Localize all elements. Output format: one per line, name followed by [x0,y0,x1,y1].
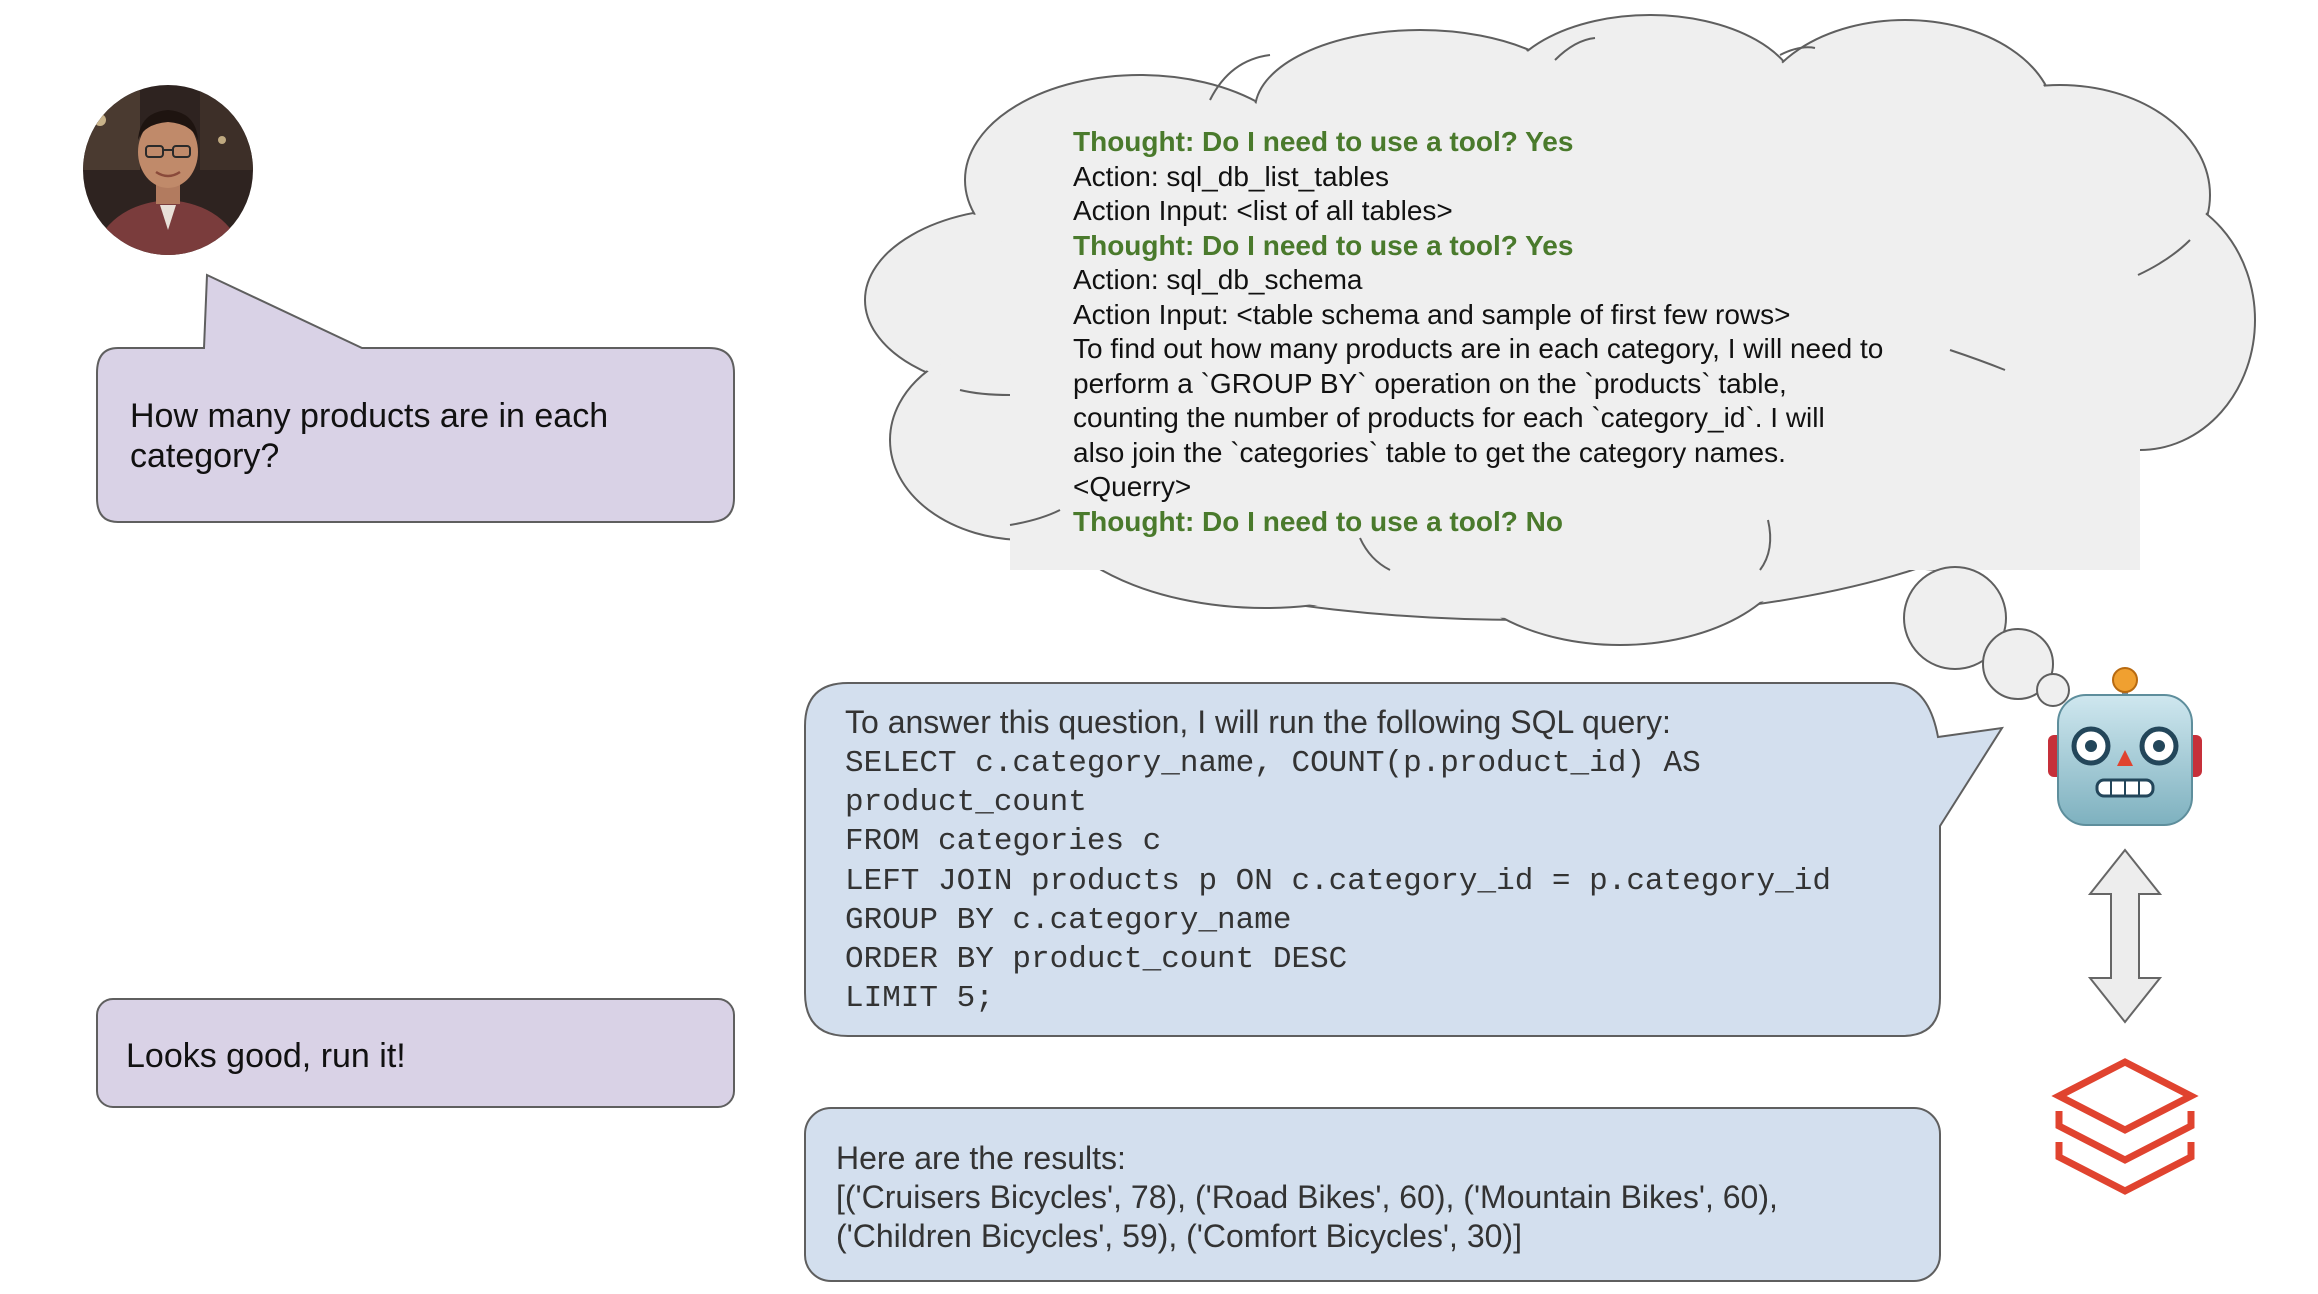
thought-line: Thought: Do I need to use a tool? No [1073,505,1563,537]
user-approval-bubble [96,998,735,1108]
sql-intro-text: To answer this question, I will run the … [845,704,1671,740]
agent-sql-bubble [804,682,2005,1037]
action-input-line: Action Input: <table schema and sample o… [1073,298,1791,330]
action-input-line: Action Input: <list of all tables> [1073,195,1453,226]
user-question-bubble [96,273,735,523]
sql-code-line: GROUP BY c.category_name [845,902,1292,938]
thought-bubble-large [1903,566,2007,670]
sql-code-line: SELECT c.category_name, COUNT(p.product_… [845,746,1701,781]
user-avatar [83,85,253,255]
thought-line: Thought: Do I need to use a tool? Yes [1073,229,1574,261]
sql-code-line: LEFT JOIN products p ON c.category_id = … [845,863,1831,899]
query-placeholder-line: <Querry> [1073,471,1192,502]
thought-line: Thought: Do I need to use a tool? Yes [1073,126,1574,157]
sql-code-line: FROM categories c [845,824,1162,860]
action-line: Action: sql_db_schema [1073,264,1363,295]
thought-cloud [864,14,2256,646]
double-arrow-icon [2087,848,2163,1024]
reasoning-line: counting the number of products for each… [1073,402,1825,433]
results-line: [('Cruisers Bicycles', 78), ('Road Bikes… [836,1179,1778,1215]
user-approval-text: Looks good, run it! [126,1037,406,1075]
user-question-line: category? [130,437,280,475]
thought-bubble-small [2036,673,2070,707]
results-line: ('Children Bicycles', 59), ('Comfort Bic… [836,1218,1522,1254]
reasoning-line: perform a `GROUP BY` operation on the `p… [1073,367,1787,399]
sql-code-line: product_count [845,785,1087,821]
reasoning-line: To find out how many products are in eac… [1073,333,1884,364]
user-question-line: How many products are in each [130,397,609,435]
sql-code-line: ORDER BY product_count DESC [845,942,1348,977]
agent-results-bubble [804,1107,1941,1282]
results-heading: Here are the results: [836,1140,1126,1176]
thought-bubble-medium [1982,628,2054,700]
stacked-layers-database-icon [2051,1058,2199,1195]
robot-face-icon [2048,667,2202,826]
sql-code-line: LIMIT 5; [845,981,994,1017]
reasoning-line: also join the `categories` table to get … [1073,436,1786,468]
action-line: Action: sql_db_list_tables [1073,160,1389,192]
